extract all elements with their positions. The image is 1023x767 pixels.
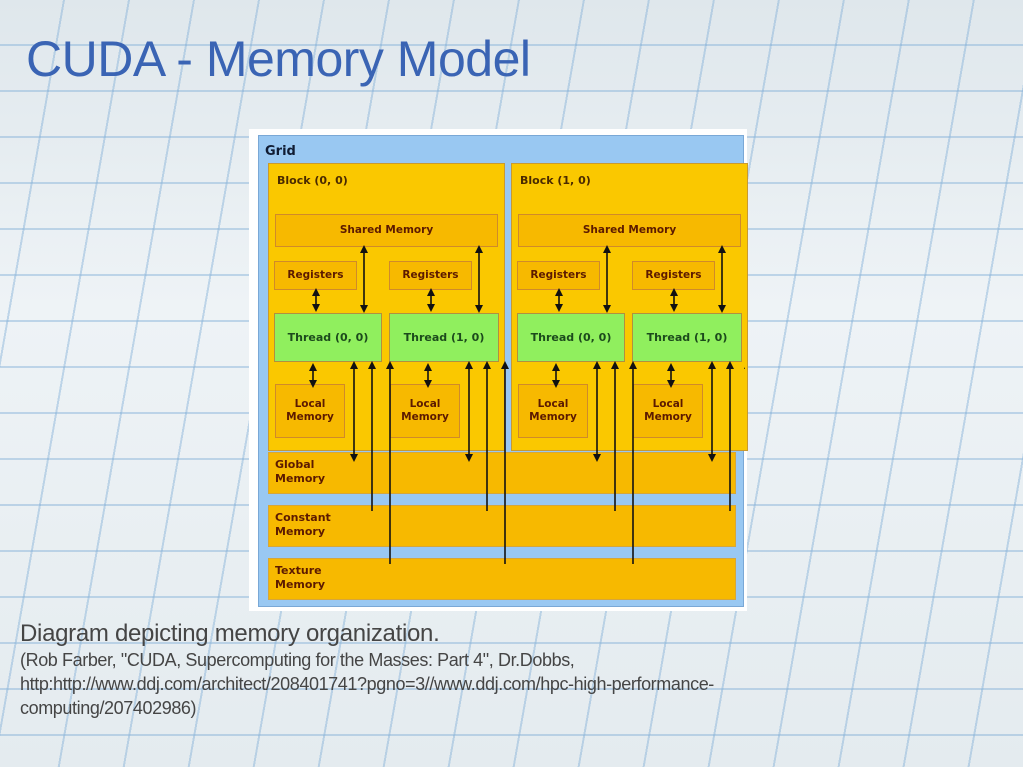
caption-main: Diagram depicting memory organization. xyxy=(20,620,440,647)
local-memory: Local Memory xyxy=(390,384,460,438)
caption-reference-3: computing/207402986) xyxy=(20,698,197,718)
constant-memory: Constant Memory xyxy=(268,505,736,547)
registers: Registers xyxy=(632,261,715,290)
local-memory: Local Memory xyxy=(518,384,588,438)
texture-memory-label: Texture Memory xyxy=(275,564,326,591)
constant-memory-label: Constant Memory xyxy=(275,511,331,538)
registers: Registers xyxy=(389,261,472,290)
shared-memory: Shared Memory xyxy=(275,214,498,247)
slide-title: CUDA - Memory Model xyxy=(26,31,531,87)
registers: Registers xyxy=(274,261,357,290)
caption-reference-2: http:http://www.ddj.com/architect/208401… xyxy=(20,674,714,694)
thread: Thread (1, 0) xyxy=(632,313,742,362)
thread: Thread (0, 0) xyxy=(274,313,382,362)
global-memory-label: Global Memory xyxy=(275,458,326,485)
thread: Thread (0, 0) xyxy=(517,313,625,362)
block-label: Block (0, 0) xyxy=(277,174,348,187)
block-0-0: Block (0, 0) Shared Memory Registers Reg… xyxy=(268,163,505,451)
grid-label: Grid xyxy=(265,144,296,159)
texture-memory: Texture Memory xyxy=(268,558,736,600)
shared-memory: Shared Memory xyxy=(518,214,741,247)
block-label: Block (1, 0) xyxy=(520,174,591,187)
memory-model-diagram: Grid Block (0, 0) Shared Memory Register… xyxy=(249,129,748,611)
thread: Thread (1, 0) xyxy=(389,313,499,362)
registers: Registers xyxy=(517,261,600,290)
local-memory: Local Memory xyxy=(275,384,345,438)
caption: Diagram depicting memory organization. (… xyxy=(20,620,900,720)
block-1-0: Block (1, 0) Shared Memory Registers Reg… xyxy=(511,163,748,451)
local-memory: Local Memory xyxy=(633,384,703,438)
grid-container: Grid Block (0, 0) Shared Memory Register… xyxy=(258,135,748,607)
global-memory: Global Memory xyxy=(268,452,736,494)
caption-reference-1: (Rob Farber, "CUDA, Supercomputing for t… xyxy=(20,650,575,670)
